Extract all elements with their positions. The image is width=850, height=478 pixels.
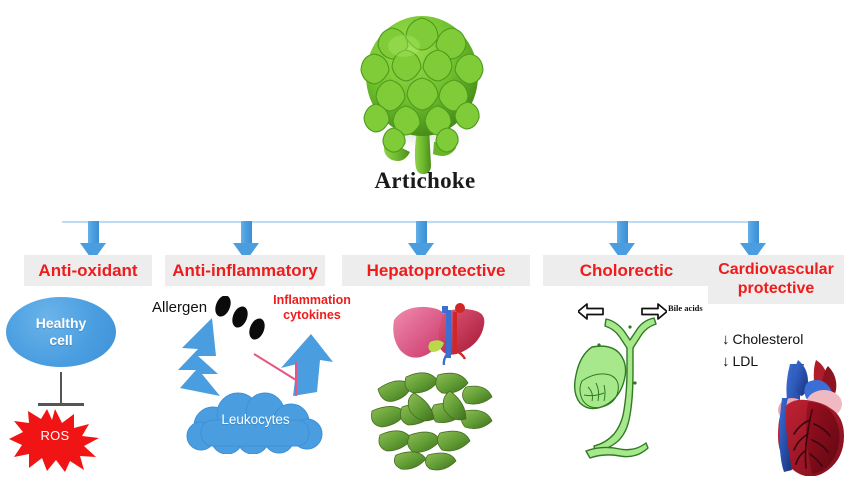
cytokines-line1: Inflammation xyxy=(273,293,351,307)
branch-label-anti-oxidant: Anti-oxidant xyxy=(24,255,152,286)
gallbladder-bile-duct-icon xyxy=(573,317,657,459)
outline-arrow-left-icon xyxy=(578,303,604,320)
branch-label-cholorectic: Cholorectic xyxy=(543,255,710,286)
red-inhibition-line-icon xyxy=(253,353,297,396)
black-ellipse-particles-icon xyxy=(215,296,265,340)
heart-icon xyxy=(778,360,844,476)
allergen-label: Allergen xyxy=(152,299,208,316)
healthy-cell-shape: Healthy cell xyxy=(6,297,116,367)
inhibition-bar-cap-icon xyxy=(38,403,84,406)
cytokines-line2: cytokines xyxy=(283,308,341,322)
cardiovascular-stats: ↓Cholesterol ↓LDL xyxy=(722,329,803,373)
stat-cholesterol-label: Cholesterol xyxy=(732,331,804,347)
leukocytes-label: Leukocytes xyxy=(221,412,290,427)
ros-label: ROS xyxy=(40,428,70,443)
stat-ldl-label: LDL xyxy=(732,352,759,369)
healthy-cell-label-line1: Healthy xyxy=(35,314,87,331)
branch-label-cardiovascular-protective: Cardiovascular protective xyxy=(708,255,844,304)
inhibition-bar-icon xyxy=(60,372,62,405)
branch-label-hepatoprotective: Hepatoprotective xyxy=(342,255,530,286)
stat-ldl: ↓LDL xyxy=(722,351,803,373)
liver-icon xyxy=(393,303,485,366)
cloud-icon xyxy=(186,392,323,454)
down-arrow-glyph-cholesterol: ↓ xyxy=(722,331,730,348)
branch-label-anti-inflammatory: Anti-inflammatory xyxy=(165,255,325,286)
outline-arrow-right-icon xyxy=(641,303,667,320)
starburst-icon xyxy=(9,409,99,472)
healthy-cell-label-line2: cell xyxy=(49,332,73,348)
inflammation-cytokines-label: Inflammation cytokines xyxy=(264,293,360,323)
up-arrow-icon xyxy=(281,334,333,396)
artichoke-icon xyxy=(360,16,484,174)
bile-acids-label: Bile acids xyxy=(668,303,703,313)
down-arrow-glyph-ldl: ↓ xyxy=(722,352,730,370)
lightning-bolt-icon xyxy=(178,318,220,396)
artichoke-leaves-icon xyxy=(371,372,493,471)
branch-connector-line xyxy=(62,221,752,223)
figure-title: Artichoke xyxy=(374,168,476,193)
stat-cholesterol: ↓Cholesterol xyxy=(722,329,803,351)
